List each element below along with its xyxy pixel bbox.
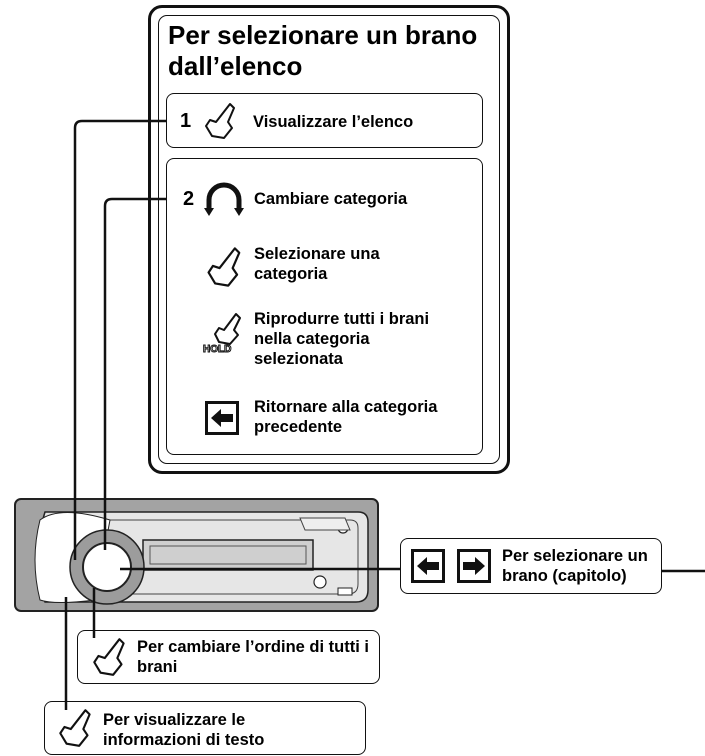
- play-all-label: Riprodurre tutti i brani nella categoria…: [254, 310, 430, 368]
- press-finger-icon: [205, 103, 235, 139]
- panel-title: Per selezionare un brano dall’elenco: [168, 20, 478, 81]
- step1-box: [166, 93, 483, 148]
- panel-inner-border: [158, 15, 500, 464]
- wire-step1: [73, 119, 166, 560]
- change-order-label: Per cambiare l’ordine di tutti i brani: [137, 638, 369, 676]
- wire-step2: [103, 197, 166, 550]
- go-back-label: Ritornare alla categoria precedente: [254, 398, 438, 436]
- step2-number: 2: [183, 188, 195, 210]
- car-stereo-device: [14, 498, 379, 612]
- select-track-label: Per selezionare un brano (capitolo): [502, 547, 648, 585]
- show-text-label: Per visualizzare le informazioni di test…: [103, 711, 265, 749]
- step1-label: Visualizzare l’elenco: [253, 113, 414, 131]
- show-text-callout: [44, 701, 366, 755]
- select-category-label: Selezionare una categoria: [254, 245, 380, 283]
- change-order-callout: [77, 630, 380, 684]
- hold-badge: HOLD: [203, 344, 231, 355]
- select-track-callout: [400, 538, 662, 594]
- instruction-panel: [148, 5, 510, 474]
- back-arrow-icon: [205, 401, 239, 435]
- step2-label: Cambiare categoria: [254, 190, 408, 208]
- press-finger-icon: [207, 247, 241, 287]
- right-arrow-button-icon: [457, 549, 491, 583]
- left-arrow-button-icon: [411, 549, 445, 583]
- rotate-knob-icon: [204, 182, 244, 216]
- step1-number: 1: [180, 110, 192, 132]
- hold-press-icon: HOLD: [203, 313, 241, 356]
- press-finger-icon: [93, 638, 125, 676]
- press-finger-icon: [59, 709, 91, 747]
- step2-box: [166, 158, 483, 455]
